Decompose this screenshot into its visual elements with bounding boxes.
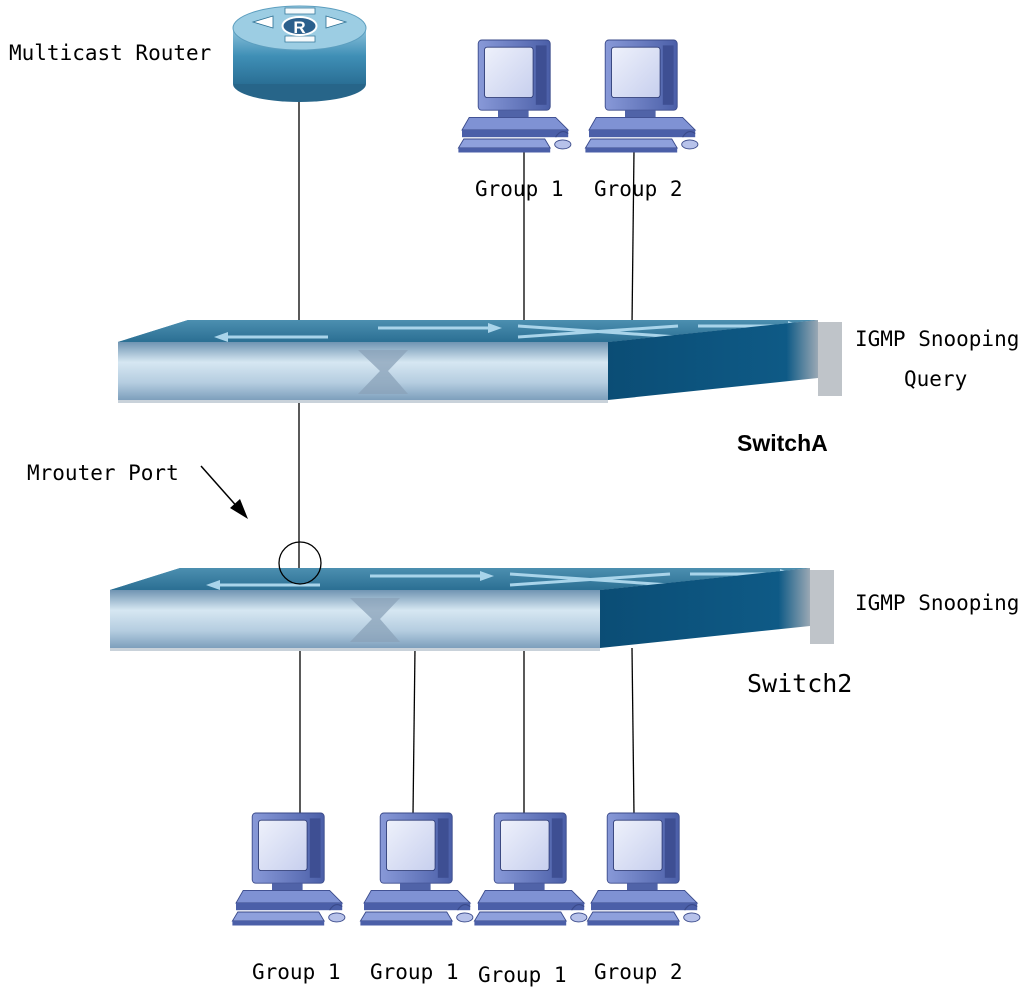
bottom-computer-1-icon [231, 812, 346, 927]
bottom-computer-3-icon [473, 812, 588, 927]
switch-2-role-label: IGMP Snooping [855, 591, 1019, 615]
connection-lines [298, 85, 635, 816]
multicast-router-icon: R [232, 5, 367, 102]
bottom-group-2-label: Group 1 [370, 960, 459, 984]
multicast-router-label: Multicast Router [9, 41, 211, 65]
mrouter-port-circle [278, 541, 322, 585]
switch-a-role-label-line2: Query [904, 367, 967, 391]
switch-a-icon [116, 318, 844, 405]
switch-a-role-label-line1: IGMP Snooping [855, 327, 1019, 351]
router-badge-label: R [293, 18, 305, 37]
switch-2-name-label: Switch2 [747, 669, 852, 698]
arrow-icon [200, 465, 248, 519]
top-computer-2-icon [584, 39, 699, 154]
switch-2-icon [108, 566, 836, 653]
top-computer-1-icon [457, 39, 572, 154]
bottom-computer-4-icon [586, 812, 701, 927]
switch-a-name-label: SwitchA [737, 430, 828, 456]
top-group-2-label: Group 2 [594, 177, 683, 201]
mrouter-port-label: Mrouter Port [27, 461, 179, 485]
bottom-pc2-link [412, 647, 416, 816]
bottom-group-1-label: Group 1 [252, 960, 341, 984]
bottom-group-3-label: Group 1 [478, 963, 567, 987]
bottom-computer-2-icon [359, 812, 474, 927]
bottom-group-4-label: Group 2 [594, 960, 683, 984]
top-group-1-label: Group 1 [475, 177, 564, 201]
bottom-pc4-link [631, 647, 635, 816]
top-pc2-link [631, 149, 635, 326]
